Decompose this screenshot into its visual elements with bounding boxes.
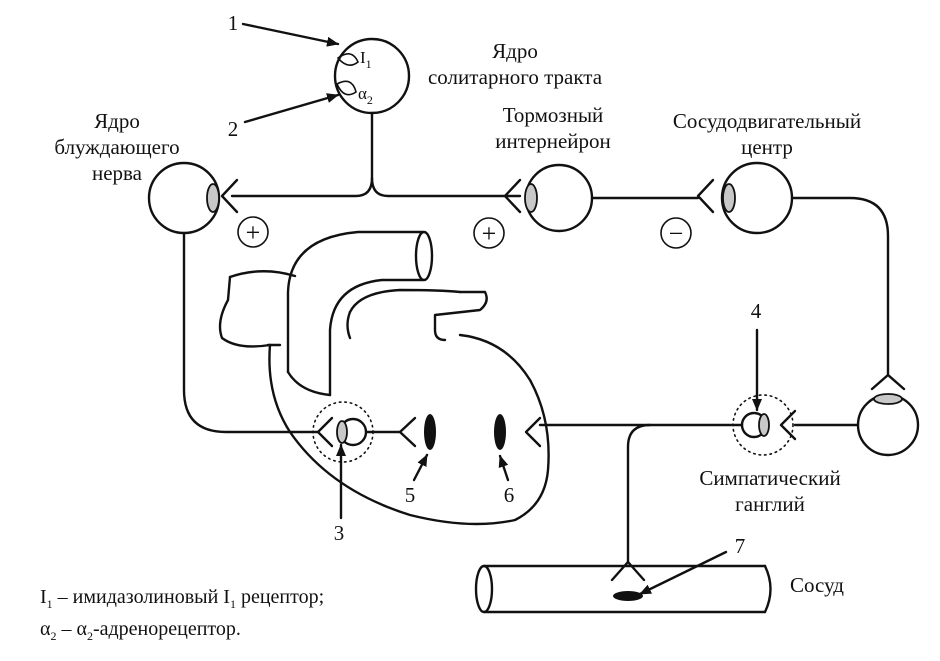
pointer-arrow-7 (638, 550, 728, 596)
vasomotor-synapse (696, 178, 715, 214)
cardiac-effector-synapse (398, 416, 417, 448)
vagus-synapse (220, 178, 239, 214)
ganglion-synapse (779, 409, 797, 441)
sympathetic-heart-synapse (524, 416, 542, 448)
preganglionic-neuron (856, 373, 920, 457)
inhibitory-interneuron-neuron (503, 163, 594, 233)
vasomotor-label-line2: центр (741, 135, 793, 159)
vasomotor-label-line1: Сосудодвигательный (673, 109, 861, 133)
svg-text:+: + (482, 219, 497, 248)
pointer-arrow-6 (498, 454, 510, 482)
interneuron-synapse (503, 178, 522, 214)
minus-sign-vasomotor: − (660, 217, 692, 249)
plus-sign-interneuron: + (473, 217, 505, 249)
alpha2-symbol: α2 (358, 84, 373, 107)
solitary-nucleus-label-line1: Ядро (492, 39, 538, 63)
solitary-nucleus-label-line2: солитарного тракта (428, 65, 603, 89)
vasomotor-axon (790, 196, 890, 377)
pointer-number-5: 5 (405, 483, 416, 507)
vagus-efferent-fiber (182, 231, 320, 434)
pointer-number-2: 2 (228, 117, 239, 141)
heart-outline (218, 230, 550, 526)
ganglion-label-line2: ганглий (735, 492, 805, 516)
svg-text:−: − (669, 219, 684, 248)
solitary-nucleus-neuron: I1 α2 (333, 37, 411, 115)
vagus-label-line1: Ядро (94, 109, 140, 133)
ganglion-label-line1: Симпатический (699, 466, 840, 490)
cardiac-ganglion-synapse (316, 416, 334, 448)
pointer-arrow-1 (241, 22, 340, 47)
pointer-number-3: 3 (334, 521, 345, 545)
solitary-axon-right (370, 176, 522, 198)
pointer-arrow-5 (412, 453, 429, 482)
cardiac-ganglion (312, 401, 374, 463)
vessel-label: Сосуд (790, 573, 844, 597)
vagus-label-line3: нерва (92, 161, 143, 185)
interneuron-label-line2: интернейрон (495, 129, 611, 153)
plus-sign-vagus: + (237, 216, 269, 248)
vagus-label-line2: блуждающего (54, 135, 179, 159)
vasomotor-center-neuron (696, 161, 794, 235)
pointer-number-6: 6 (504, 483, 515, 507)
preganglionic-synapse (870, 373, 906, 391)
vessel-synapse (610, 560, 646, 582)
postganglionic-fiber-vessel (626, 423, 652, 564)
vagus-nucleus-neuron (147, 161, 239, 235)
pointer-number-7: 7 (735, 534, 746, 558)
pointer-number-1: 1 (228, 11, 239, 35)
legend-line-2: α2 – α2-адренорецептор. (40, 618, 241, 643)
blood-vessel (474, 560, 772, 614)
interneuron-label-line1: Тормозный (503, 103, 604, 127)
beta-receptor-marker (494, 414, 506, 450)
svg-text:+: + (246, 218, 261, 247)
muscarinic-receptor-marker (424, 414, 436, 450)
i1-symbol: I1 (360, 48, 372, 71)
alpha1-receptor-marker (613, 591, 643, 601)
legend-line-1: I1 – имидазолиновый I1 рецептор; (40, 586, 324, 611)
i1-receptor-site (336, 53, 359, 66)
alpha2-receptor-site (335, 80, 357, 96)
pointer-number-4: 4 (751, 299, 762, 323)
solitary-axon-left (230, 111, 374, 198)
pointer-arrow-2 (243, 93, 340, 124)
